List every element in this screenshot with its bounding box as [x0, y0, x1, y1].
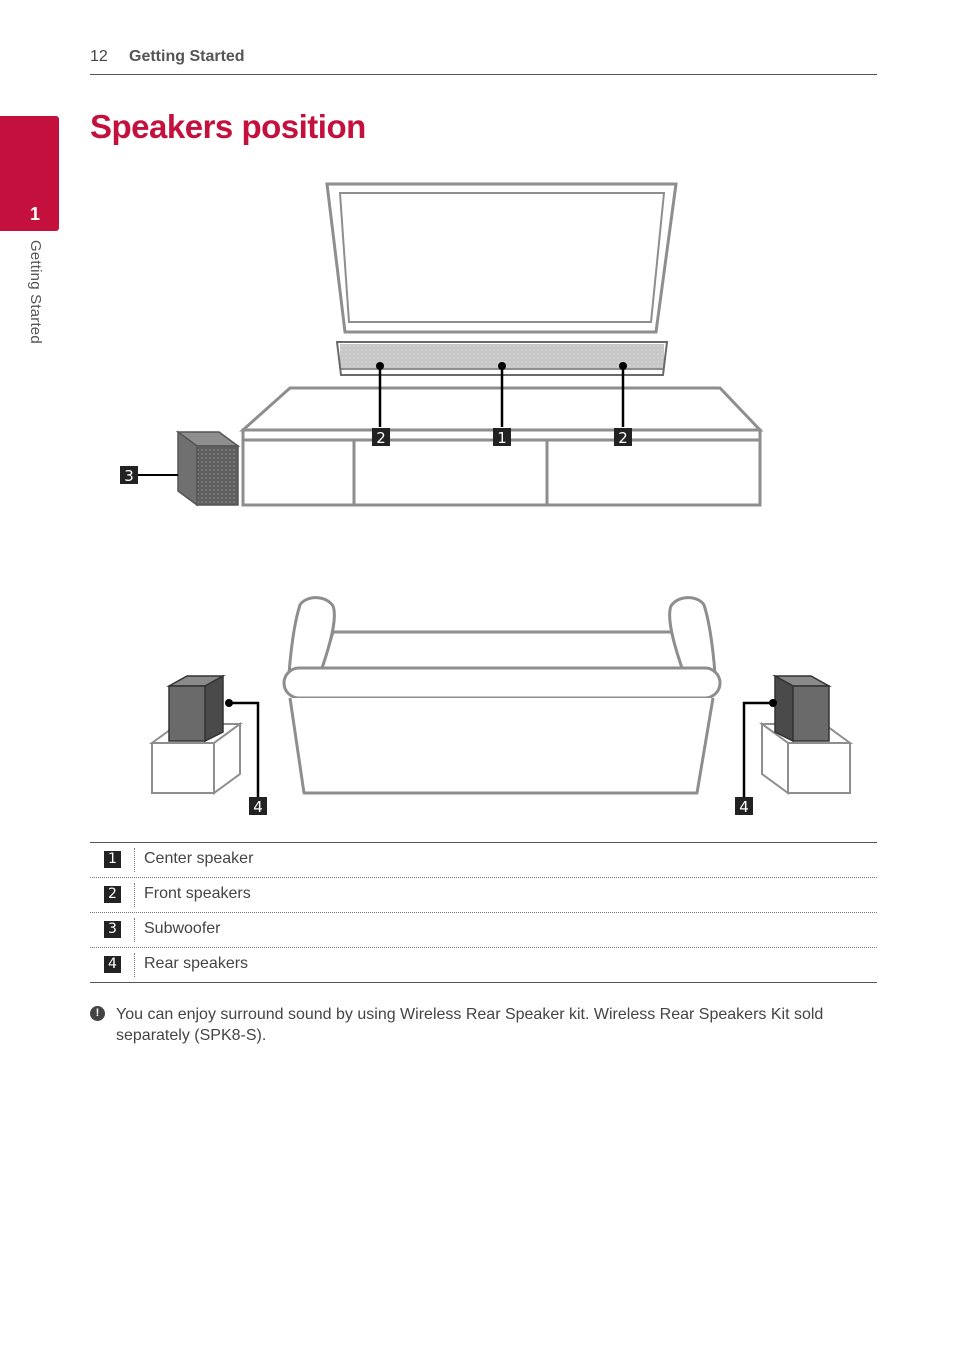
tv-cabinet — [239, 386, 764, 507]
callout-center: 1 — [493, 428, 511, 447]
page-title: Speakers position — [90, 108, 366, 145]
legend-row: 3 Subwoofer — [90, 912, 877, 947]
speaker-placement-diagram: 2 1 2 3 — [120, 182, 854, 816]
callout-subwoofer: 3 — [120, 466, 178, 485]
front-left-point — [376, 362, 384, 370]
svg-text:2: 2 — [618, 429, 628, 447]
legend-divider — [134, 883, 135, 907]
front-right-point — [619, 362, 627, 370]
legend-number: 3 — [104, 921, 121, 938]
svg-text:4: 4 — [253, 798, 263, 816]
rear-right-point — [769, 699, 777, 707]
callout-front-left: 2 — [372, 428, 390, 447]
legend-row: 1 Center speaker — [90, 843, 877, 877]
legend-label: Center speaker — [144, 850, 254, 867]
svg-text:3: 3 — [124, 467, 134, 485]
tv-illustration — [325, 182, 678, 334]
speaker-legend-table: 1 Center speaker 2 Front speakers 3 Subw… — [90, 842, 877, 983]
info-icon: ! — [90, 1006, 105, 1021]
svg-text:1: 1 — [497, 429, 507, 447]
legend-divider — [134, 918, 135, 942]
rear-speaker-right — [758, 674, 854, 795]
legend-row: 4 Rear speakers — [90, 947, 877, 982]
chapter-tab: 1 — [0, 116, 59, 231]
sofa — [282, 596, 722, 795]
callout-rear-right: 4 — [735, 797, 753, 816]
rear-left-point — [225, 699, 233, 707]
callout-front-right: 2 — [614, 428, 632, 447]
chapter-label: Getting Started — [27, 240, 44, 344]
legend-label: Rear speakers — [144, 955, 249, 972]
legend-number: 4 — [104, 956, 121, 973]
sound-bar — [335, 341, 669, 376]
section-title: Getting Started — [129, 48, 245, 65]
legend-label: Subwoofer — [144, 920, 221, 937]
center-point — [498, 362, 506, 370]
chapter-number: 1 — [30, 204, 41, 224]
svg-text:4: 4 — [739, 798, 749, 816]
rear-speaker-left — [148, 674, 244, 795]
subwoofer — [175, 430, 241, 507]
legend-number: 2 — [104, 886, 121, 903]
page-number: 12 — [90, 48, 108, 65]
legend-label: Front speakers — [144, 885, 251, 902]
page-header: 12 Getting Started — [90, 46, 877, 75]
legend-row: 2 Front speakers — [90, 877, 877, 912]
legend-divider — [134, 848, 135, 872]
front-center-leaders — [378, 366, 625, 427]
legend-number: 1 — [104, 851, 121, 868]
rear-leaders — [229, 701, 773, 797]
callout-rear-left: 4 — [249, 797, 267, 816]
note-text: You can enjoy surround sound by using Wi… — [116, 1006, 824, 1044]
svg-text:2: 2 — [376, 429, 386, 447]
note: ! You can enjoy surround sound by using … — [90, 1004, 877, 1046]
legend-divider — [134, 953, 135, 977]
